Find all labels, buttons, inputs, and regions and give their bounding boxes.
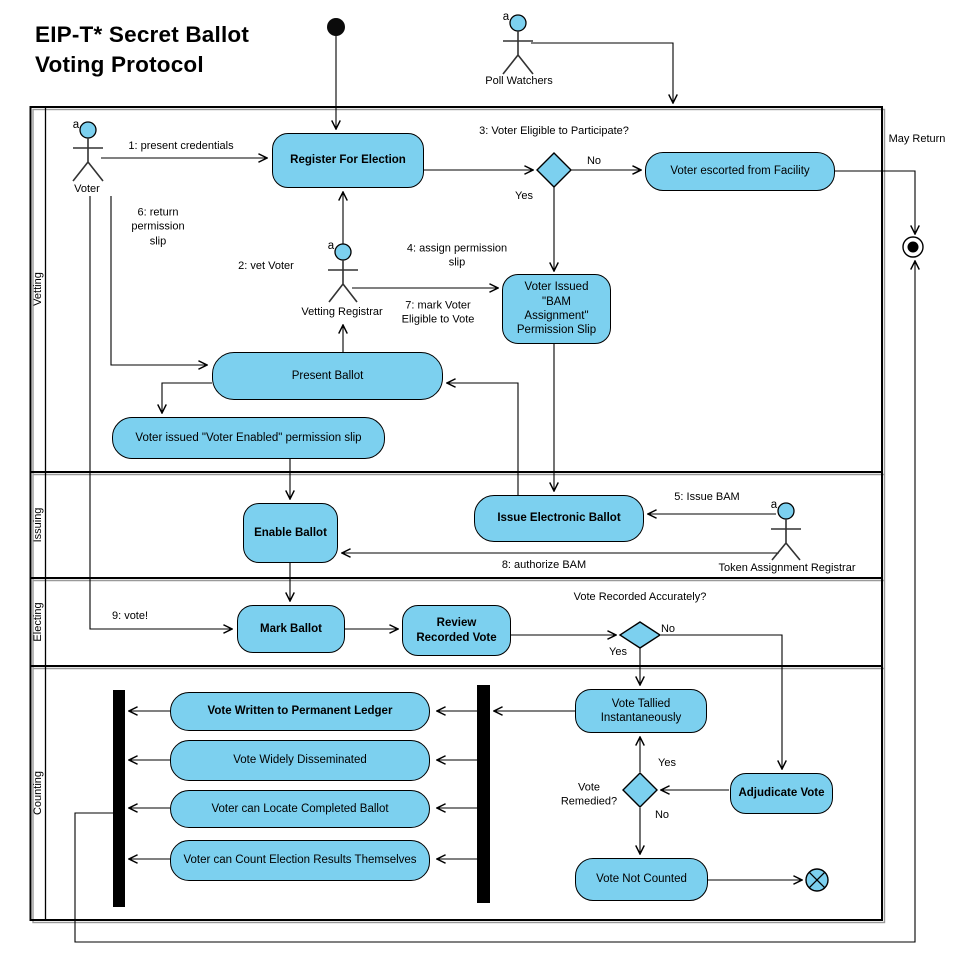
- actor-vetting-registrar-label: Vetting Registrar: [301, 305, 383, 318]
- activity-voter-enabled-slip: Voter issued "Voter Enabled" permission …: [112, 417, 385, 459]
- page-title-line2: Voting Protocol: [35, 51, 204, 77]
- activity-voter-locate-ballot: Voter can Locate Completed Ballot: [170, 790, 430, 828]
- activity-adjudicate-vote: Adjudicate Vote: [730, 773, 833, 814]
- edge-present-to-enabledslip: [162, 382, 212, 413]
- lane-label-electing: Electing: [32, 602, 44, 642]
- activity-voter-escorted: Voter escorted from Facility: [645, 152, 835, 191]
- decision-eligible-diamond: [536, 152, 572, 188]
- activity-vote-tallied: Vote Tallied Instantaneously: [575, 689, 707, 733]
- edge-return-slip: [110, 196, 207, 365]
- edge-label-authorize-bam: 8: authorize BAM: [501, 558, 587, 571]
- actor-poll-watchers-figure: [502, 14, 534, 75]
- edge-label-mark-eligible: 7: mark Voter Eligible to Vote: [401, 299, 475, 326]
- frame-shadow: [32, 108, 886, 924]
- actor-voter-label: Voter: [74, 182, 100, 195]
- decision-accurate-question: Vote Recorded Accurately?: [573, 590, 707, 603]
- guard-accurate-yes: Yes: [609, 645, 627, 658]
- final-node: [902, 236, 924, 258]
- page-title-line1: EIP-T* Secret Ballot: [35, 22, 250, 47]
- guard-accurate-no: No: [660, 622, 676, 635]
- initial-node: [327, 18, 345, 36]
- edge-label-return-slip: 6: return permission slip: [131, 206, 185, 248]
- edge-label-issue-bam: 5: Issue BAM: [674, 490, 740, 503]
- activity-present-ballot: Present Ballot: [212, 352, 443, 400]
- edge-issue-to-present: [447, 383, 519, 495]
- edge-label-vote: 9: vote!: [111, 609, 149, 622]
- decision-eligible-question: 3: Voter Eligible to Participate?: [479, 124, 629, 137]
- page-title: EIP-T* Secret Ballot Voting Protocol: [35, 20, 249, 79]
- lane-label-counting: Counting: [32, 770, 44, 816]
- activity-vote-disseminated: Vote Widely Disseminated: [170, 740, 430, 781]
- fork-bar: [477, 685, 490, 903]
- activity-issue-electronic-ballot: Issue Electronic Ballot: [474, 495, 644, 542]
- edge-label-vet-voter: 2: vet Voter: [238, 259, 294, 272]
- activity-register-for-election: Register For Election: [272, 133, 424, 188]
- actor-token-registrar-figure: [771, 502, 801, 561]
- guard-eligible-no: No: [586, 154, 602, 167]
- guard-remedied-yes: Yes: [658, 756, 676, 769]
- edge-pollwatchers-to-frame: [531, 42, 673, 103]
- decision-accurate-diamond: [618, 621, 662, 649]
- activity-bam-permission-slip: Voter Issued "BAM Assignment" Permission…: [502, 274, 611, 344]
- actor-poll-watchers-label: Poll Watchers: [485, 74, 553, 87]
- activity-mark-ballot: Mark Ballot: [237, 605, 345, 653]
- edge-join-may-return-final: [74, 261, 915, 943]
- decision-remedied-diamond: [622, 772, 658, 808]
- activity-enable-ballot: Enable Ballot: [243, 503, 338, 563]
- activity-vote-not-counted: Vote Not Counted: [575, 858, 708, 901]
- actor-poll-watchers-marker: a: [502, 11, 510, 23]
- activity-voter-count-results: Voter can Count Election Results Themsel…: [170, 840, 430, 881]
- edge-label-assign-slip: 4: assign permission slip: [406, 242, 508, 269]
- edge-vote: [89, 196, 232, 629]
- actor-voter-figure: [72, 121, 104, 182]
- actor-token-registrar-marker: a: [770, 499, 778, 511]
- lane-label-issuing: Issuing: [32, 507, 44, 543]
- join-bar: [113, 690, 125, 907]
- actor-token-registrar-label: Token Assignment Registrar: [718, 561, 856, 574]
- guard-remedied-no: No: [654, 808, 670, 821]
- actor-vetting-registrar-figure: [328, 243, 358, 303]
- activity-review-recorded-vote: Review Recorded Vote: [402, 605, 511, 656]
- lane-label-vetting: Vetting: [32, 272, 44, 306]
- activity-vote-written-ledger: Vote Written to Permanent Ledger: [170, 692, 430, 731]
- flow-final-node: [805, 868, 829, 892]
- decision-remedied-question: Vote Remedied?: [560, 781, 618, 808]
- edge-accurate-no: [661, 634, 782, 769]
- guard-eligible-yes: Yes: [515, 189, 533, 202]
- edge-escorted-to-final: [835, 170, 915, 234]
- edge-label-may-return: May Return: [888, 132, 946, 145]
- actor-vetting-registrar-marker: a: [327, 240, 335, 252]
- actor-voter-marker: a: [72, 119, 80, 131]
- edge-label-present-credentials: 1: present credentials: [128, 139, 234, 152]
- swimlane-frame: [29, 106, 883, 921]
